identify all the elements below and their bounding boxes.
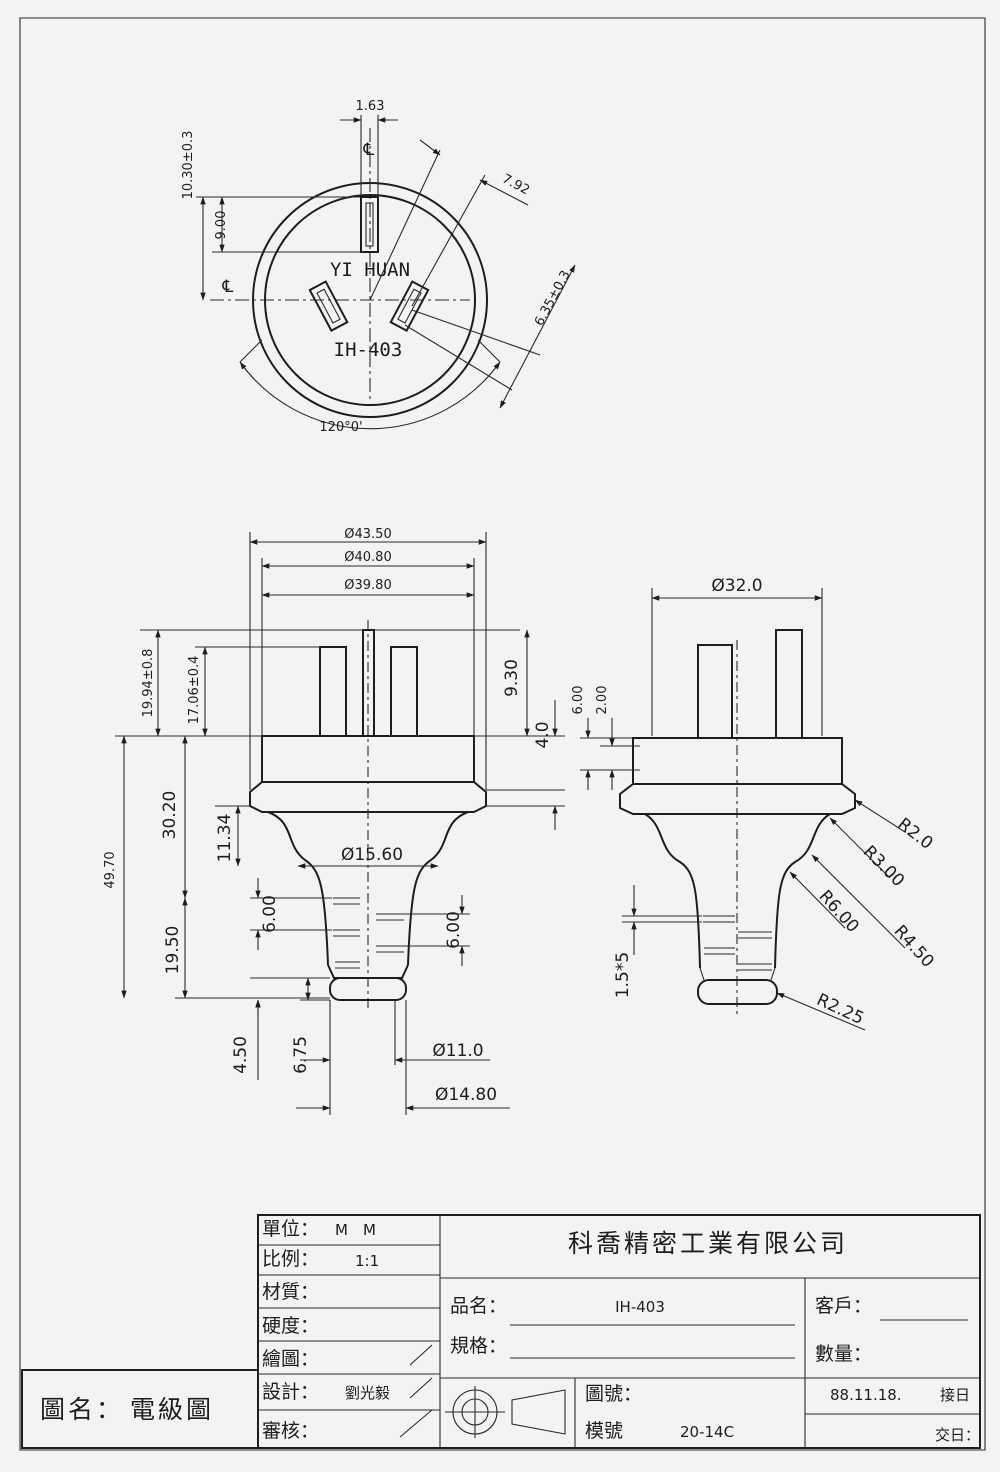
spec-label: 規格： (450, 1335, 507, 1357)
date-value: 88.11.18. (830, 1386, 902, 1404)
dim-lower: 19.50 (163, 926, 183, 975)
side-view: Ø32.0 6.00 2.00 1.5*5 R2.0 R3.00 R6.00 R… (571, 576, 938, 1031)
quantity-label: 數量： (815, 1343, 872, 1365)
drawing-border (19, 17, 986, 1451)
unit-value: M M (335, 1221, 376, 1239)
scale-label: 比例： (262, 1248, 319, 1270)
dia-inner: Ø39.80 (344, 578, 391, 593)
receive-label: 接日 (940, 1386, 970, 1404)
dim-body-height: 4.0 (533, 721, 553, 748)
earth-pin-slot (360, 196, 379, 253)
dim-a: 6.00 (571, 686, 586, 715)
neutral-pin-slot (389, 280, 430, 333)
scale-value: 1:1 (355, 1252, 379, 1270)
dim-flat-pin-pos: 6.35±0.3 (532, 268, 574, 328)
dim-overall: 49.70 (103, 851, 118, 888)
customer-label: 客戶： (815, 1295, 872, 1317)
brand-text: YI HUAN (330, 259, 410, 281)
pin-earth (362, 629, 375, 737)
dim-flat-pin-width: 7.92 (499, 171, 532, 198)
deliver-label: 交日： (935, 1426, 980, 1444)
dim-rib-left: 6.00 (260, 895, 280, 933)
plug-neck (267, 811, 469, 966)
mold-no: 20-14C (680, 1423, 734, 1441)
dim-b: 2.00 (595, 686, 610, 715)
radius-1: R2.0 (894, 814, 937, 854)
dim-pin-offset: 10.30±0.3 (181, 131, 196, 200)
unit-label: 單位： (262, 1218, 319, 1240)
drawn-label: 繪圖： (262, 1348, 319, 1370)
dia-neck: Ø15.60 (341, 845, 403, 865)
dim-rib-right: 6.00 (444, 911, 464, 949)
front-view: Ø43.50 Ø40.80 Ø39.80 19.94±0.8 17.06±0.4… (103, 527, 565, 1115)
dim-upper: 30.20 (160, 791, 180, 840)
mold-no-label: 模號 (585, 1420, 623, 1442)
dim-pin-length: 9.00 (214, 211, 229, 240)
company-name: 科喬精密工業有限公司 (568, 1229, 848, 1258)
model-text: IH-403 (334, 339, 403, 361)
product-name-label: 品名： (450, 1295, 507, 1317)
dim-pin-exposed: 9.30 (502, 659, 522, 697)
radius-5: R2.25 (813, 990, 866, 1029)
dia-middle: Ø40.80 (344, 550, 391, 565)
drawing-title-label: 圖名： (40, 1395, 124, 1424)
title-block: 單位： M M 比例： 1:1 材質： 硬度： 繪圖： 設計： 劉光毅 審核： … (21, 1214, 981, 1449)
hardness-label: 硬度： (262, 1315, 319, 1337)
designer-name: 劉光毅 (345, 1384, 390, 1402)
radius-2: R3.00 (859, 842, 908, 891)
material-label: 材質： (262, 1281, 319, 1303)
dim-pin-body: 17.06±0.4 (187, 656, 202, 725)
pin-left (319, 646, 347, 737)
projection-symbol-icon (445, 1386, 566, 1438)
dim-pin-width: 1.63 (356, 99, 385, 114)
centerline-mark-top: ℄ (363, 140, 375, 160)
dim-tail: 4.50 (231, 1036, 251, 1074)
product-name: IH-403 (615, 1298, 665, 1316)
side-pin-left (697, 644, 733, 739)
design-label: 設計： (262, 1381, 319, 1403)
radius-3: R6.00 (815, 887, 863, 937)
centerline-mark-left: ℄ (222, 277, 234, 297)
top-view: YI HUAN IH-403 ℄ ℄ 1.63 10.30±0.3 9.00 7… (181, 99, 576, 435)
review-label: 審核： (262, 1420, 319, 1442)
dim-angle: 120°0' (319, 420, 362, 435)
dim-tail2: 6.75 (291, 1036, 311, 1074)
radius-4: R4.50 (890, 922, 938, 972)
dim-neck: 11.34 (215, 814, 235, 863)
dim-pin-total: 19.94±0.8 (141, 649, 156, 718)
drawing-title: 電級圖 (130, 1395, 214, 1424)
drawing-no-label: 圖號： (585, 1383, 642, 1405)
side-pin-right (775, 629, 803, 739)
dia-outer: Ø43.50 (344, 527, 391, 542)
live-pin-slot (308, 280, 349, 333)
pin-right (390, 646, 418, 737)
dia-body: Ø32.0 (711, 576, 762, 596)
dia-tail-large: Ø14.80 (435, 1085, 497, 1105)
dia-tail-small: Ø11.0 (432, 1041, 483, 1061)
dim-pitch: 1.5*5 (613, 952, 633, 998)
